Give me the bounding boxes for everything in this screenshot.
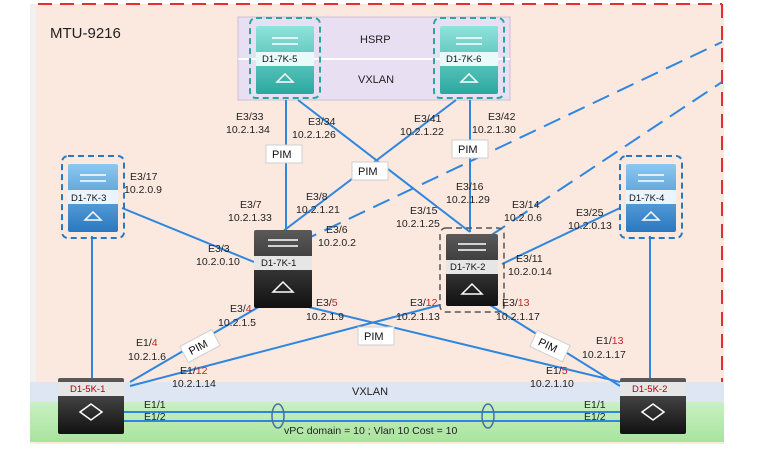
pim-label: PIM [358,166,378,178]
ip-10-2-0-6: 10.2.0.6 [504,212,542,224]
if-e1-5: E1/5 [546,365,568,377]
label-d1-5k-1: D1-5K-1 [70,384,105,395]
ip-10-2-1-26: 10.2.1.26 [292,129,336,141]
label-d1-7k-1: D1-7K-1 [261,258,296,269]
ip-10-2-1-17-a: 10.2.1.17 [496,311,540,323]
if-e3-16: E3/16 [456,181,484,193]
if-e3-4: E3/4 [230,303,252,315]
ip-10-2-1-14: 10.2.1.14 [172,378,216,390]
ip-10-2-1-6: 10.2.1.6 [128,351,166,363]
vpc-ellipse-left [271,403,285,429]
pim-box-5: PIM [179,328,221,364]
link-k2-s1 [129,304,441,387]
label-d1-7k-3: D1-7K-3 [71,193,106,204]
ip-10-2-1-21: 10.2.1.21 [296,204,340,216]
ip-10-2-0-13: 10.2.0.13 [568,220,612,232]
device-d1-7k-2[interactable]: D1-7K-2 [439,227,505,313]
link-k1-s2 [299,304,621,383]
label-d1-7k-2: D1-7K-2 [450,262,485,273]
pim-label: PIM [272,149,292,161]
if-e1-2-right: E1/2 [584,411,606,423]
ip-10-2-1-10: 10.2.1.10 [530,378,574,390]
vxlan-band [30,382,724,402]
ip-10-2-1-30: 10.2.1.30 [472,124,516,136]
pim-box-6: PIM [529,329,571,363]
if-e3-25: E3/25 [576,207,604,219]
device-d1-7k-1[interactable]: D1-7K-1 [254,230,312,308]
if-e3-15: E3/15 [410,205,438,217]
if-e3-7: E3/7 [240,199,262,211]
if-e3-3: E3/3 [208,243,230,255]
switch-icon [268,239,298,293]
label-d1-7k-5: D1-7K-5 [262,54,297,65]
if-e3-14: E3/14 [512,199,540,211]
if-e1-1-right: E1/1 [584,399,606,411]
ip-10-2-1-13: 10.2.1.13 [396,311,440,323]
switch-icon [640,403,666,421]
switch-icon [638,174,664,221]
hsrp-label: HSRP [360,34,391,46]
bottom-vxlan-label: VXLAN [352,386,388,398]
dashed-link-k2-out [489,81,723,237]
top-box-divider [238,58,510,60]
if-e3-42: E3/42 [488,111,516,123]
device-d1-7k-6[interactable]: D1-7K-6 [433,17,505,99]
if-e1-1-left: E1/1 [144,399,166,411]
pim-box-3: PIM [451,139,489,159]
switch-icon [272,37,298,83]
link-k4-k2 [501,207,621,265]
if-e3-5: E3/5 [316,297,338,309]
ip-10-2-1-25: 10.2.1.25 [396,218,440,230]
label-d1-7k-6: D1-7K-6 [446,54,481,65]
vpc-domain-label: vPC domain = 10 ; Vlan 10 Cost = 10 [284,425,458,437]
link-k3-k1 [121,207,255,263]
device-d1-7k-4[interactable]: D1-7K-4 [619,155,683,239]
if-e3-12: E3/12 [410,297,438,309]
device-d1-5k-2[interactable]: D1-5K-2 [620,378,686,434]
device-d1-5k-1[interactable]: D1-5K-1 [58,378,124,434]
if-e3-41: E3/41 [414,113,442,125]
ip-10-2-1-9: 10.2.1.9 [306,311,344,323]
pim-box-1: PIM [265,144,303,164]
ip-10-2-1-29: 10.2.1.29 [446,194,490,206]
ip-10-2-1-34: 10.2.1.34 [226,124,270,136]
switch-icon [458,243,486,295]
if-e1-13: E1/13 [596,335,624,347]
pim-box-2: PIM [351,161,389,181]
if-e3-34: E3/34 [308,116,336,128]
if-e3-6: E3/6 [326,224,348,236]
ip-10-2-0-2: 10.2.0.2 [318,237,356,249]
left-edge-strip [30,4,36,444]
label-d1-7k-4: D1-7K-4 [629,193,664,204]
vpc-ellipse-right [481,403,495,429]
ip-10-2-1-17-b: 10.2.1.17 [582,349,626,361]
device-d1-7k-3[interactable]: D1-7K-3 [61,155,125,239]
ip-10-2-1-5: 10.2.1.5 [218,317,256,329]
if-e3-17: E3/17 [130,171,158,183]
if-e3-11: E3/11 [516,253,543,265]
top-vxlan-label: VXLAN [358,74,394,86]
if-e3-33: E3/33 [236,111,264,123]
switch-icon [78,403,104,421]
switch-icon [80,174,106,221]
if-e3-8: E3/8 [306,191,328,203]
dashed-link-k1-out [299,41,723,243]
if-e1-12: E1/12 [180,365,208,377]
ip-10-2-1-33: 10.2.1.33 [228,212,272,224]
ip-10-2-1-22: 10.2.1.22 [400,126,444,138]
ip-10-2-0-10: 10.2.0.10 [196,256,240,268]
diagram-title: MTU-9216 [50,25,121,42]
ip-10-2-0-14: 10.2.0.14 [508,266,552,278]
if-e1-4: E1/4 [136,337,158,349]
if-e1-2-left: E1/2 [144,411,166,423]
pim-box-4: PIM [357,326,395,346]
if-e3-13: E3/13 [502,297,530,309]
pim-label: PIM [364,331,384,343]
device-d1-7k-5[interactable]: D1-7K-5 [249,17,321,99]
switch-icon [456,37,482,83]
ip-10-2-0-9: 10.2.0.9 [124,184,162,196]
pim-label: PIM [458,144,478,156]
label-d1-5k-2: D1-5K-2 [632,384,667,395]
